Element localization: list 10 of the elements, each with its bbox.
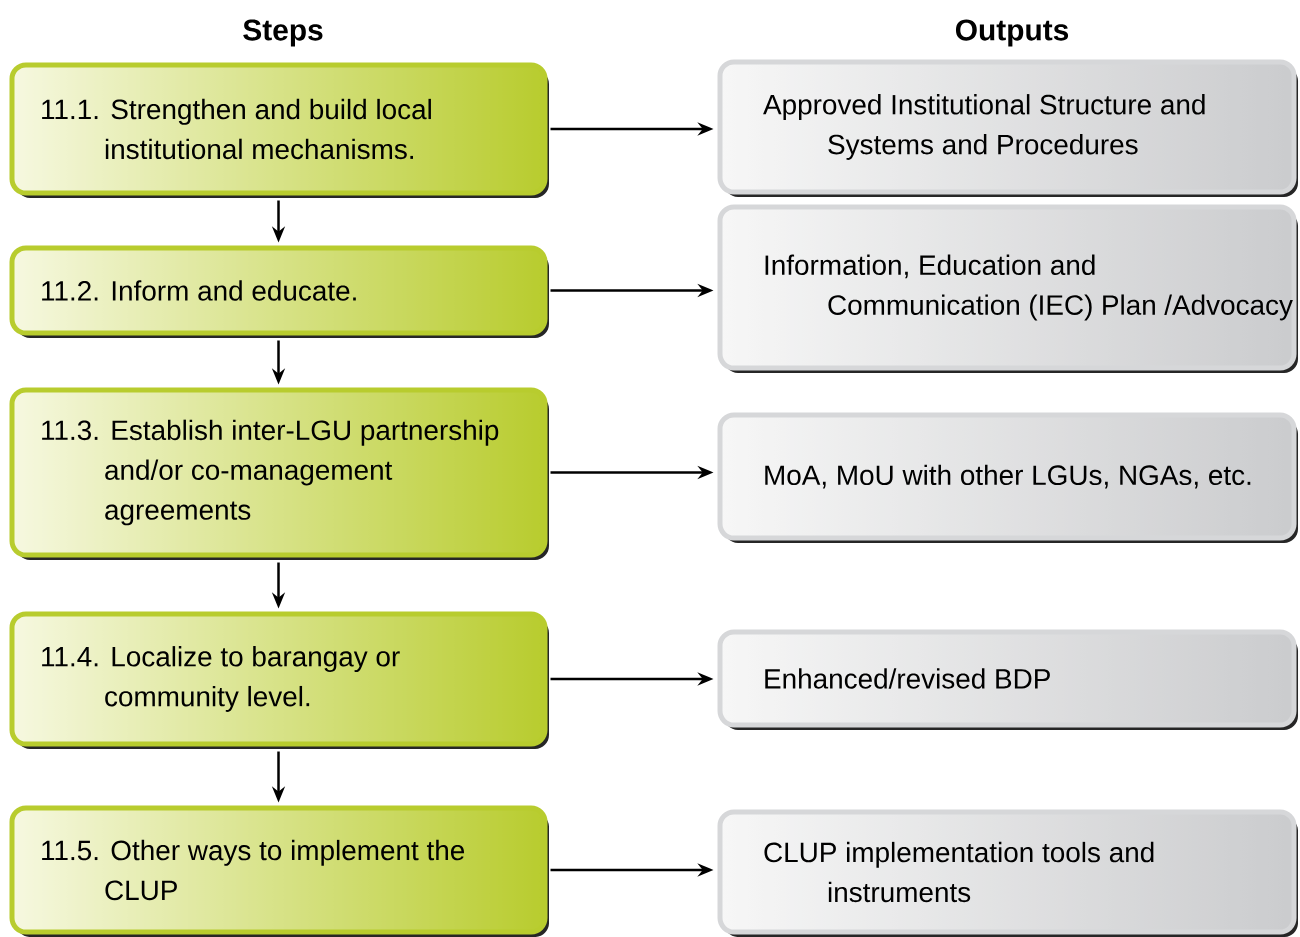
output-box: Enhanced/revised BDP bbox=[717, 629, 1298, 730]
step-box: 11.2. Inform and educate. bbox=[9, 245, 549, 338]
step-box: 11.3. Establish inter-LGU partnership and/or co-management agreements bbox=[9, 387, 549, 560]
output-box: Information, Education and Communication (IEC) Plan /Advocacy bbox=[717, 204, 1298, 373]
step-box: 11.4. Localize to barangay or community level. bbox=[9, 611, 549, 749]
output-box: MoA, MoU with other LGUs, NGAs, etc. bbox=[717, 412, 1298, 543]
output-box: CLUP implementation tools and instruments bbox=[717, 809, 1298, 937]
step-box: 11.1. Strengthen and build local institutional mechanisms. bbox=[9, 62, 549, 198]
output-box: Approved Institutional Structure and Systems and Procedures bbox=[717, 59, 1298, 197]
step-box: 11.5. Other ways to implement the CLUP bbox=[9, 805, 549, 937]
